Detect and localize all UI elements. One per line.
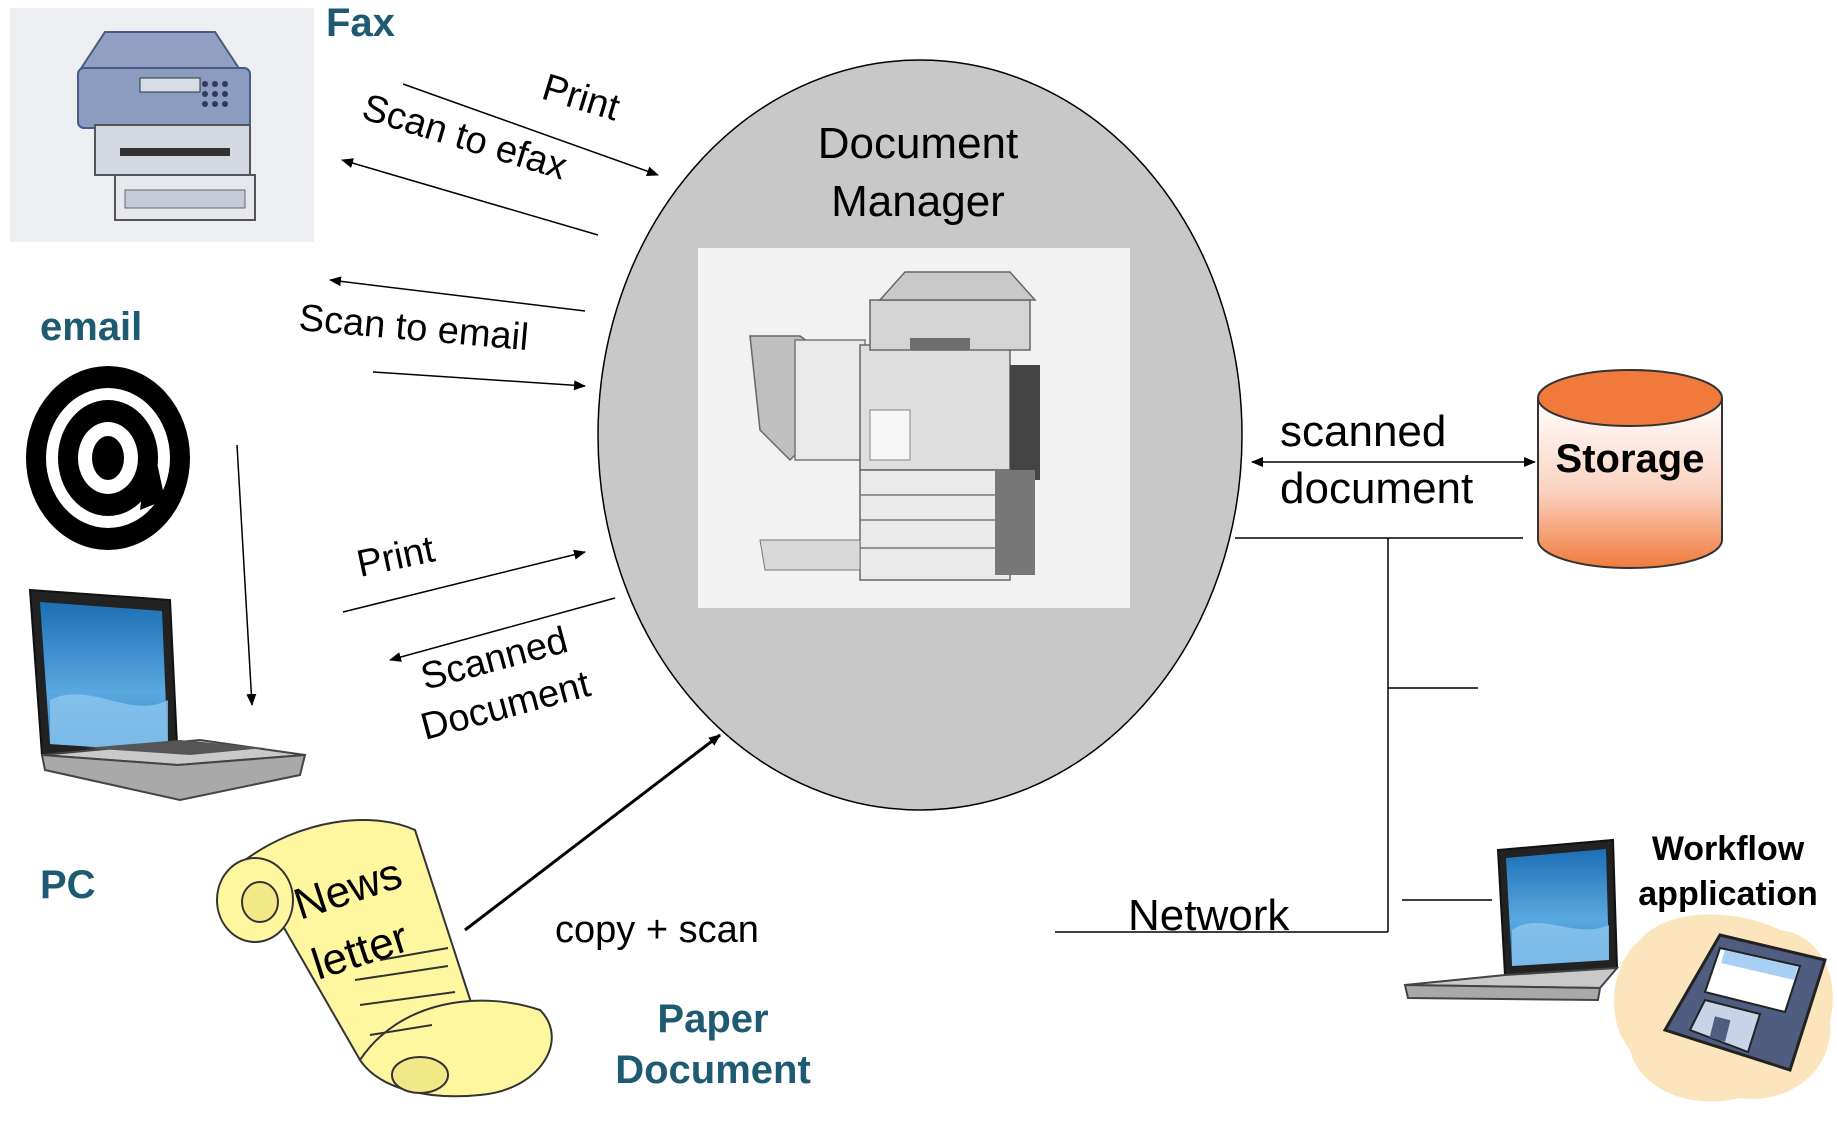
fax-machine-icon xyxy=(77,31,256,221)
pc-node: PC xyxy=(28,588,307,907)
newsletter-scroll-icon: News letter xyxy=(216,819,553,1098)
pc-print-arrow xyxy=(342,549,586,613)
workflow-node: Workflow application xyxy=(1403,830,1833,1102)
email-scan-back-arrow xyxy=(329,276,586,312)
copy-scan-label: copy + scan xyxy=(555,909,759,951)
multifunction-copier-icon xyxy=(698,248,1130,608)
document-manager-title-line2: Manager xyxy=(831,177,1005,226)
fax-edges: Print Scan to efax xyxy=(341,66,659,236)
storage-label: Storage xyxy=(1556,437,1705,481)
pc-label: PC xyxy=(40,863,96,907)
pc-edges: Print Scanned Document xyxy=(342,528,616,749)
fax-print-label: Print xyxy=(537,66,624,129)
fax-label: Fax xyxy=(326,1,395,45)
database-cylinder-icon xyxy=(1537,369,1723,569)
email-to-pc-arrow xyxy=(236,444,257,706)
network-lines: Network xyxy=(1055,537,1523,940)
workflow-laptop-icon xyxy=(1403,838,1620,1002)
copy-scan-arrow xyxy=(464,733,721,932)
storage-edge-label-line1: scanned xyxy=(1280,407,1446,456)
fax-scan-arrow xyxy=(341,158,599,236)
pc-print-label: Print xyxy=(353,528,439,585)
pc-scanned-arrow xyxy=(389,597,616,662)
fax-node: Fax xyxy=(10,1,395,242)
storage-edge-label-line2: document xyxy=(1280,464,1473,513)
document-manager-title-line1: Document xyxy=(818,119,1019,168)
paper-document-label-line1: Paper xyxy=(657,997,768,1041)
workflow-label-line2: application xyxy=(1638,875,1817,913)
storage-node: scanned document Storage xyxy=(1251,369,1723,569)
email-scan-label: Scan to email xyxy=(297,297,530,359)
network-label: Network xyxy=(1128,891,1290,940)
email-node: email xyxy=(26,305,190,550)
fax-print-arrow xyxy=(402,83,659,177)
at-sign-icon xyxy=(26,366,190,550)
document-manager-node: Document Manager xyxy=(597,59,1243,811)
workflow-label-line1: Workflow xyxy=(1652,830,1805,868)
email-scan-forward-arrow xyxy=(372,371,586,391)
email-label: email xyxy=(40,305,142,349)
paper-document-node: News letter copy + scan Paper Document xyxy=(216,733,811,1098)
laptop-icon xyxy=(28,588,307,802)
paper-document-label-line2: Document xyxy=(615,1048,811,1092)
floppy-disk-icon xyxy=(1613,914,1833,1102)
